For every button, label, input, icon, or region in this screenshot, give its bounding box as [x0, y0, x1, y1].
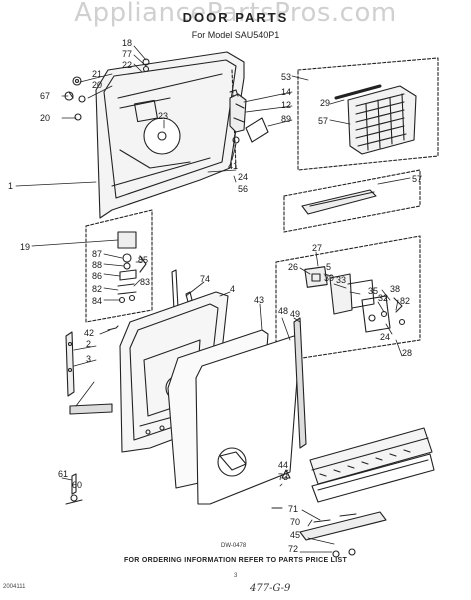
door-latch-assembly [275, 235, 421, 363]
callout-38: 38 [390, 284, 400, 294]
trim-strip-group [283, 169, 421, 233]
callout-18: 18 [122, 38, 132, 48]
side-trim-strips [65, 269, 193, 415]
callout-26: 26 [288, 262, 298, 272]
callout-3: 3 [86, 354, 91, 364]
callout-leaders [15, 45, 411, 553]
callout-42: 42 [84, 328, 94, 338]
callout-84: 84 [92, 296, 102, 306]
callout-39: 39 [324, 273, 334, 283]
callout-20b: 20 [40, 113, 50, 123]
callout-1: 1 [8, 181, 13, 191]
callout-82: 82 [92, 284, 102, 294]
callout-32: 32 [378, 293, 388, 303]
callout-27: 27 [312, 243, 322, 253]
callout-2: 2 [86, 339, 91, 349]
callout-71: 71 [288, 504, 298, 514]
page-number: 3 [234, 573, 238, 579]
callout-29: 29 [320, 98, 330, 108]
hinge-assembly [229, 89, 269, 144]
callout-33: 33 [336, 275, 346, 285]
callout-67: 67 [40, 91, 50, 101]
callout-56: 56 [238, 184, 248, 194]
callout-5: 5 [326, 262, 331, 272]
inner-door-panel [95, 51, 245, 219]
callout-23: 23 [158, 111, 168, 121]
callout-12: 12 [281, 100, 291, 110]
callout-57: 57 [318, 116, 328, 126]
callout-88: 88 [92, 260, 102, 270]
sheet-code: 2004111 [3, 584, 26, 590]
callout-74: 74 [200, 274, 210, 284]
callout-86: 86 [92, 271, 102, 281]
diagram-subtitle: For Model SAU540P1 [191, 30, 280, 40]
callout-60: 60 [72, 480, 82, 490]
callout-48: 48 [278, 306, 288, 316]
callout-43: 43 [254, 295, 264, 305]
callout-83: 83 [140, 277, 150, 287]
callout-35: 35 [368, 286, 378, 296]
callout-20: 20 [92, 80, 102, 90]
handwritten-note: 477-G-9 [250, 583, 291, 594]
callout-73: 73 [278, 472, 288, 482]
callout-72: 72 [288, 544, 298, 554]
callout-44: 44 [278, 460, 288, 470]
callout-70: 70 [290, 517, 300, 527]
outer-door-panel [195, 335, 301, 505]
ordering-info-footer: FOR ORDERING INFORMATION REFER TO PARTS … [123, 557, 348, 564]
callout-4: 4 [230, 284, 235, 294]
hinge-pin-hardware [65, 473, 83, 505]
callout-41: 41 [228, 161, 238, 171]
door-gasket-strip [293, 317, 307, 449]
callout-28: 28 [402, 348, 412, 358]
callout-21: 21 [92, 69, 102, 79]
callout-77: 77 [122, 49, 132, 59]
callout-89: 89 [281, 114, 291, 124]
callout-49: 49 [290, 309, 300, 319]
callout-19: 19 [20, 242, 30, 252]
callout-45: 45 [290, 530, 300, 540]
kick-panel [271, 427, 435, 558]
drawing-number: DW-0478 [221, 543, 247, 549]
callout-53: 53 [281, 72, 291, 82]
diagram-title: DOOR PARTS [182, 10, 289, 25]
callout-85: 85 [138, 255, 148, 265]
callout-57b: 57 [412, 174, 422, 184]
vent-grille-group [297, 57, 439, 171]
callout-24: 24 [238, 172, 248, 182]
callout-24b: 24 [380, 332, 390, 342]
callout-61: 61 [58, 469, 68, 479]
callout-87: 87 [92, 249, 102, 259]
callout-82b: 82 [400, 296, 410, 306]
callout-22: 22 [122, 60, 132, 70]
callout-labels: 18 77 22 21 20 67 20 23 1 53 14 12 89 29… [8, 38, 422, 554]
callout-14: 14 [281, 87, 291, 97]
